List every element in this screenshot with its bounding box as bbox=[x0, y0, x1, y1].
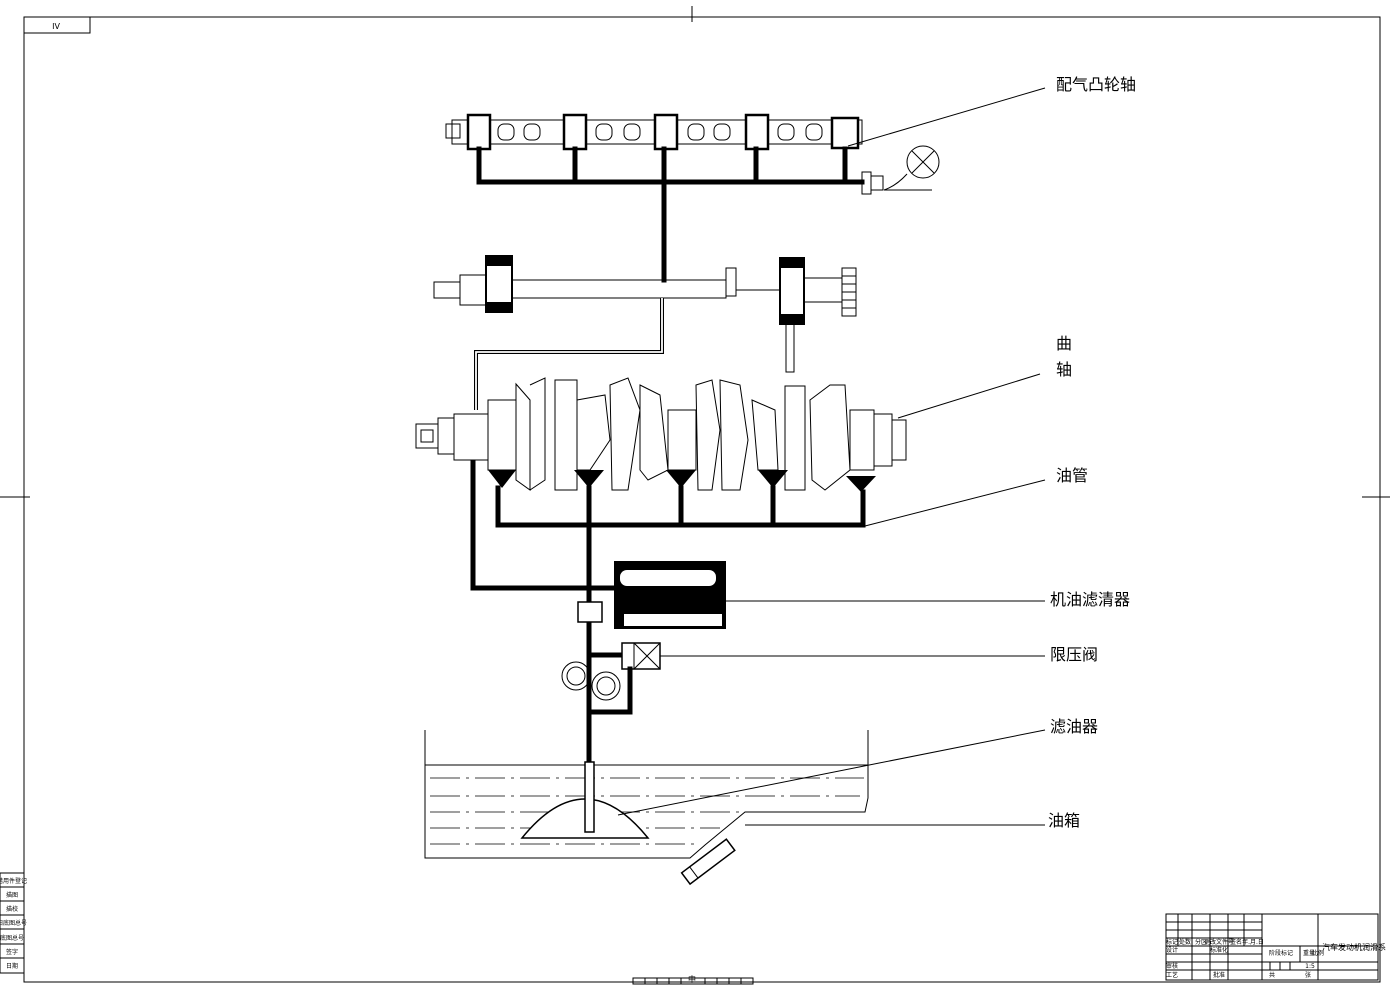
corner-tag: IV bbox=[52, 22, 60, 31]
pressure-limiting-valve bbox=[586, 642, 661, 715]
tb-scale: 1:5 bbox=[1305, 963, 1315, 970]
side-stamp-6: 日期 bbox=[6, 962, 18, 970]
tb-row-1: 处数 bbox=[1179, 938, 1191, 946]
component-labels: 配气凸轮轴 曲 轴 油管 机油滤清器 限压阀 滤油器 油箱 bbox=[1048, 75, 1136, 830]
label-pressure-valve: 限压阀 bbox=[1050, 645, 1098, 664]
tb-standard: 标准化 bbox=[1210, 946, 1228, 954]
tb-drawing-title: 汽车发动机润滑系 bbox=[1322, 942, 1386, 952]
intermediate-shaft bbox=[433, 255, 857, 373]
oil-pump-icon bbox=[561, 661, 621, 701]
tb-review: 审核 bbox=[1166, 962, 1178, 970]
tb-row-4: 签名 bbox=[1230, 938, 1242, 946]
title-block: 标记 处数 分区 更改文件号 签名 年.月.日 设计 标准化 阶段标记 重量 比… bbox=[1165, 913, 1386, 981]
bottom-mark-text: 中 bbox=[688, 974, 696, 984]
pressure-gauge-icon bbox=[883, 145, 940, 191]
tb-process: 工艺 bbox=[1166, 971, 1178, 979]
label-camshaft: 配气凸轮轴 bbox=[1056, 75, 1136, 94]
tb-approve: 批准 bbox=[1213, 971, 1225, 979]
label-oil-pipe: 油管 bbox=[1056, 466, 1088, 485]
side-stamp-3: 旧底图总号 bbox=[0, 919, 27, 927]
leader-lines bbox=[617, 87, 1046, 826]
label-crankshaft-2: 轴 bbox=[1056, 360, 1072, 379]
label-oil-filter: 机油滤清器 bbox=[1050, 590, 1130, 609]
tb-design: 设计 bbox=[1166, 946, 1178, 954]
camshaft-oil-gallery bbox=[476, 146, 884, 283]
main-oil-gallery bbox=[470, 459, 866, 765]
tb-row-3: 更改文件号 bbox=[1204, 938, 1234, 946]
drawing-frame: IV bbox=[0, 6, 1390, 983]
bottom-center-mark: 中 bbox=[632, 974, 754, 985]
tb-row-5: 年.月.日 bbox=[1242, 938, 1264, 946]
crankshaft bbox=[415, 377, 907, 492]
oil-tank bbox=[424, 730, 869, 886]
label-crankshaft-1: 曲 bbox=[1056, 334, 1072, 353]
camshaft bbox=[445, 113, 863, 151]
side-stamp-1: 描图 bbox=[6, 891, 18, 899]
oil-strainer bbox=[520, 761, 650, 839]
tb-stage-mark: 阶段标记 bbox=[1269, 949, 1293, 957]
label-oil-tank: 油箱 bbox=[1048, 811, 1080, 830]
side-stamp-5: 签字 bbox=[6, 948, 18, 956]
tb-sheets: 共 bbox=[1269, 971, 1275, 979]
side-stamp-2: 描校 bbox=[6, 905, 18, 913]
tb-row-0: 标记 bbox=[1166, 938, 1178, 946]
label-strainer: 滤油器 bbox=[1050, 717, 1098, 736]
tb-row-2: 分区 bbox=[1195, 938, 1207, 946]
side-stamp-4: 底图总号 bbox=[0, 934, 24, 942]
tb-ratio: 比例 bbox=[1312, 949, 1324, 957]
side-stamp: 借用件登记 描图 描校 旧底图总号 底图总号 签字 日期 bbox=[0, 872, 27, 974]
tb-sheet-no: 张 bbox=[1305, 971, 1311, 979]
tb-weight: 重量 bbox=[1303, 949, 1315, 957]
oil-filter bbox=[577, 561, 726, 629]
side-stamp-0: 借用件登记 bbox=[0, 877, 27, 885]
